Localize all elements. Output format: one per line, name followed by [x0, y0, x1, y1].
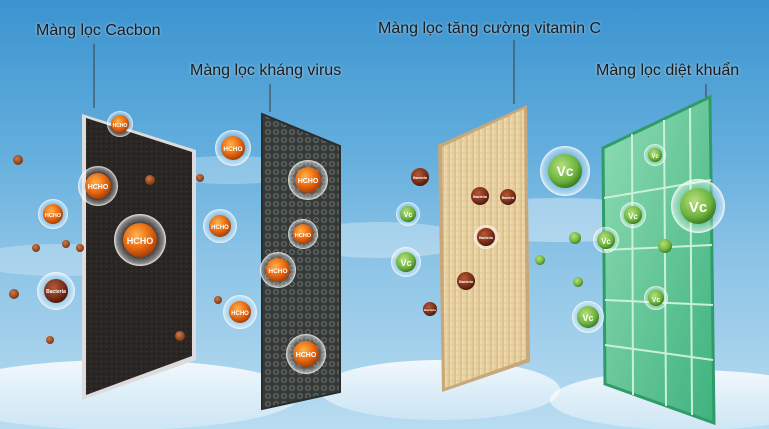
vitamin-c-molecule: Vc	[391, 247, 421, 277]
bacteria-molecule: Bacteria	[423, 302, 437, 316]
svg-text:Bacteria: Bacteria	[502, 196, 515, 200]
vitamin-c-filter-label: Màng lọc tăng cường vitamin C	[378, 20, 602, 37]
vitamin-c-molecule: Vc	[644, 286, 668, 310]
vitamin-c-molecule: Vc	[396, 202, 420, 226]
svg-text:Vc: Vc	[404, 212, 413, 219]
hcho-molecule: HCHO	[107, 111, 133, 137]
svg-text:HCHO: HCHO	[296, 352, 317, 359]
bacteria-molecule: Bacteria	[457, 272, 475, 290]
antibacterial-filter-label: Màng lọc diệt khuẩn	[596, 62, 740, 79]
svg-text:Bacteria: Bacteria	[46, 289, 66, 295]
bacteria-molecule: Bacteria	[37, 272, 75, 310]
hcho-molecule: HCHO	[223, 295, 257, 329]
svg-text:Vc: Vc	[601, 237, 611, 246]
svg-text:HCHO: HCHO	[295, 233, 312, 239]
svg-text:HCHO: HCHO	[113, 123, 128, 129]
svg-text:HCHO: HCHO	[88, 184, 109, 191]
hcho-molecule: HCHO	[288, 219, 318, 249]
svg-text:HCHO: HCHO	[223, 146, 242, 153]
bacteria-molecule: Bacteria	[500, 189, 516, 205]
svg-text:HCHO: HCHO	[127, 236, 154, 246]
bacteria-molecule: Bacteria	[474, 225, 498, 249]
antibacterial-filter-panel	[601, 94, 716, 426]
carbon-filter-label: Màng lọc Cacbon	[36, 22, 161, 39]
hcho-molecule: HCHO	[288, 160, 328, 200]
hcho-molecule: HCHO	[78, 166, 118, 206]
vitamin-c-molecule: Vc	[671, 179, 725, 233]
hcho-molecule: HCHO	[114, 214, 166, 266]
svg-text:Vc: Vc	[651, 154, 659, 160]
label-leader-lines	[93, 40, 707, 112]
svg-text:Bacteria: Bacteria	[459, 280, 473, 284]
svg-text:HCHO: HCHO	[298, 178, 319, 185]
hcho-molecule: HCHO	[215, 130, 251, 166]
svg-text:HCHO: HCHO	[231, 311, 249, 317]
bacteria-dots	[9, 155, 222, 344]
antivirus-filter-label: Màng lọc kháng virus	[190, 62, 342, 79]
svg-text:HCHO: HCHO	[45, 213, 62, 219]
svg-text:HCHO: HCHO	[268, 268, 287, 275]
svg-text:Bacteria: Bacteria	[424, 308, 436, 312]
svg-text:Vc: Vc	[400, 258, 411, 268]
hcho-molecule: HCHO	[203, 209, 237, 243]
svg-text:Vc: Vc	[582, 313, 593, 323]
vitamin-c-molecule: Vc	[620, 202, 646, 228]
vitamin-c-molecule: Vc	[540, 146, 590, 196]
hcho-molecule: HCHO	[38, 199, 68, 229]
hcho-molecule: HCHO	[260, 252, 296, 288]
svg-text:Vc: Vc	[652, 297, 661, 304]
svg-text:Bacteria: Bacteria	[413, 176, 427, 180]
svg-text:Bacteria: Bacteria	[473, 195, 487, 199]
vitamin-c-molecule: Vc	[572, 301, 604, 333]
svg-text:Bacteria: Bacteria	[479, 236, 493, 240]
bacteria-molecule: Bacteria	[471, 187, 489, 205]
vitamin-c-molecule: Vc	[644, 144, 666, 166]
svg-text:Vc: Vc	[628, 212, 638, 221]
hcho-molecule: HCHO	[286, 334, 326, 374]
vitamin-c-molecule: Vc	[593, 227, 619, 253]
svg-text:HCHO: HCHO	[211, 225, 229, 231]
svg-text:Vc: Vc	[689, 199, 707, 216]
vitamin-c-molecule	[535, 232, 672, 287]
svg-text:Vc: Vc	[556, 163, 573, 179]
bacteria-molecule: Bacteria	[411, 168, 429, 186]
